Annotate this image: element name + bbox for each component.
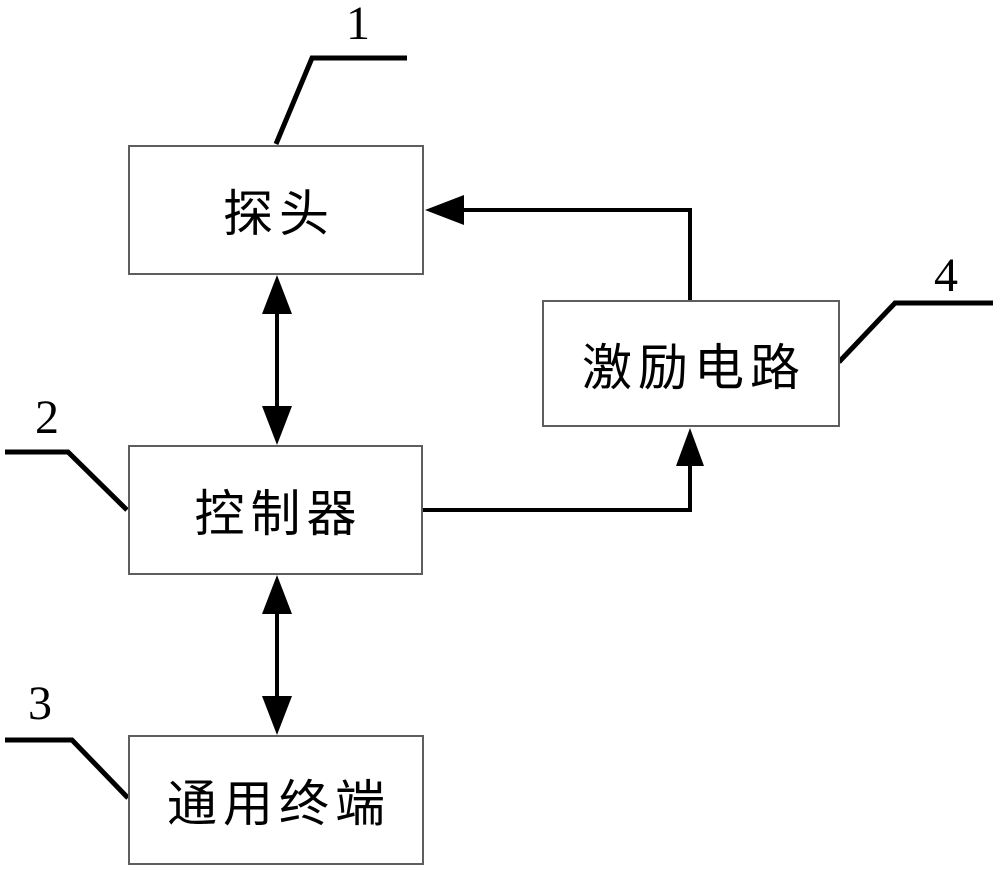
leader-line-ref-2 [5,449,129,512]
arrow-excitation-probe [425,195,692,300]
box-probe-label: 探头 [223,186,335,242]
box-controller-label: 控制器 [194,486,363,542]
box-probe: 探头 [128,145,424,275]
arrow-controller-excitation [423,428,704,512]
box-universal-terminal: 通用终端 [128,735,424,865]
arrow-probe-controller [262,275,292,445]
ref-label-controller: 2 [35,391,59,444]
ref-label-probe: 1 [346,0,370,50]
box-excitation-circuit: 激励电路 [542,300,840,427]
box-controller: 控制器 [128,445,423,575]
box-universal-terminal-label: 通用终端 [167,776,391,832]
leader-line-ref-4 [837,300,993,364]
ref-label-terminal: 3 [28,677,52,730]
arrow-controller-terminal [262,575,292,735]
leader-line-ref-3 [5,737,130,800]
ref-label-excitation: 4 [934,249,958,302]
leader-line-ref-1 [273,55,407,145]
box-excitation-circuit-label: 激励电路 [582,339,806,396]
